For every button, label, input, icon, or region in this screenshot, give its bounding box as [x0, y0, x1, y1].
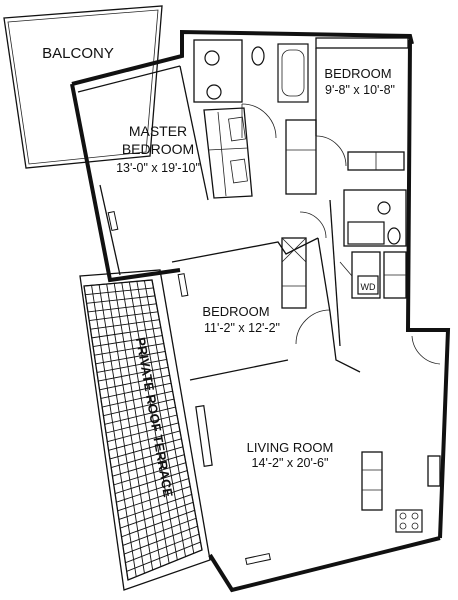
roof-terrace: PRIVATE ROOF TERRACE — [79, 269, 211, 591]
living-room-size: 14'-2" x 20'-6" — [252, 456, 329, 470]
bedroom-top: BEDROOM 9'-8" x 10'-8" — [285, 37, 409, 195]
sink-icon — [206, 84, 222, 100]
master-bedroom-label-2: BEDROOM — [122, 141, 194, 157]
sink-icon — [204, 50, 220, 66]
bedroom-top-label: BEDROOM — [324, 66, 391, 81]
master-bedroom-size: 13'-0" x 19'-10" — [116, 161, 200, 175]
central-wall — [317, 199, 361, 373]
balcony-label: BALCONY — [42, 45, 114, 62]
window-icon — [195, 405, 213, 467]
bedroom-middle: BEDROOM 11'-2" x 12'-2" — [171, 237, 331, 381]
master-bath — [193, 39, 309, 199]
master-bedroom: MASTER BEDROOM 13'-0" x 19'-10" — [99, 65, 209, 276]
stove-icon — [395, 509, 423, 533]
bedroom-middle-label: BEDROOM — [202, 304, 269, 319]
terrace-grid — [83, 279, 203, 581]
bathtub-icon — [347, 221, 385, 245]
living-room: LIVING ROOM 14'-2" x 20'-6" — [195, 335, 441, 566]
sink-icon — [377, 201, 391, 215]
bedroom-top-size: 9'-8" x 10'-8" — [325, 83, 395, 97]
toilet-icon — [387, 227, 401, 245]
outer-walls — [70, 29, 451, 593]
master-bedroom-label-1: MASTER — [129, 123, 187, 139]
living-room-label: LIVING ROOM — [247, 440, 334, 455]
bathtub-icon — [277, 43, 309, 103]
washer-dryer-label: WD — [361, 282, 376, 292]
laundry: WD — [339, 251, 407, 299]
toilet-icon — [251, 46, 265, 66]
bedroom-middle-size: 11'-2" x 12'-2" — [204, 321, 280, 335]
balcony: BALCONY — [3, 5, 163, 169]
second-bath — [299, 189, 407, 247]
